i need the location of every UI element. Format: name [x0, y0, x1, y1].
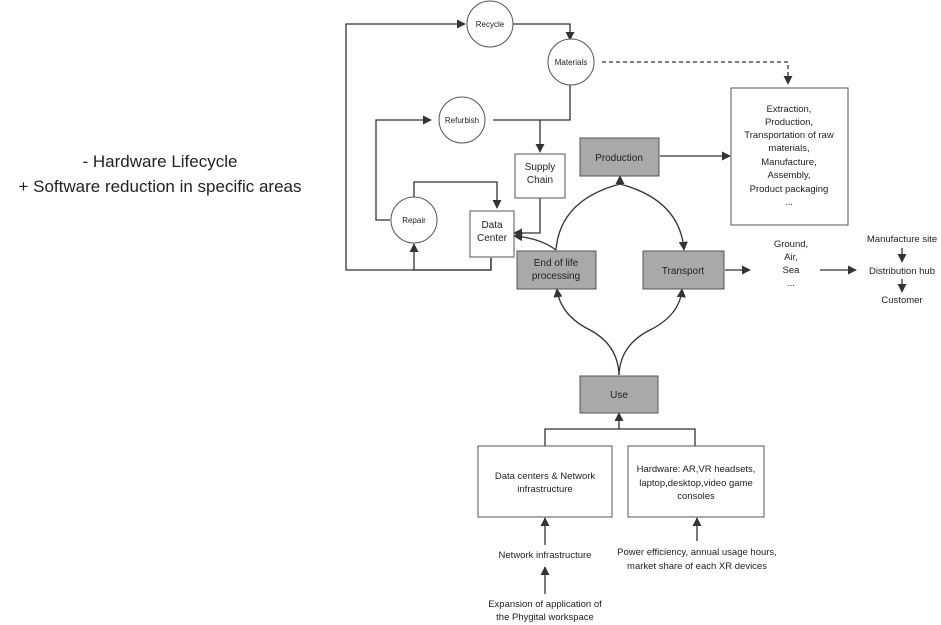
node-data-centers-network: Data centers & Network infrastructure	[477, 445, 613, 518]
node-hardware: Hardware: AR,VR headsets, laptop,desktop…	[627, 445, 765, 518]
mode-sea: Sea	[783, 265, 801, 276]
edge-eol-production	[555, 175, 625, 251]
node-materials: Materials	[547, 38, 595, 86]
use-label: Use	[610, 390, 628, 401]
edge-datacenter-repair	[409, 243, 492, 271]
details-line-1: Extraction,	[767, 104, 812, 115]
edge-materials-supply	[535, 83, 571, 153]
edge-eol-datacenter	[513, 232, 557, 251]
manufacture-site-label: Manufacture site	[867, 234, 937, 245]
edge-materials-details	[602, 61, 793, 85]
supply-chain-line-1: Supply	[525, 162, 556, 173]
node-recycle: Recycle	[466, 0, 514, 48]
network-infrastructure-label: Network infrastructure	[499, 550, 592, 561]
details-line-8: ...	[785, 197, 793, 208]
node-end-of-life: End of life processing	[516, 250, 597, 290]
edge-recycle-materials	[501, 23, 575, 41]
production-label: Production	[595, 153, 643, 164]
expansion-line-2: the Phygital workspace	[496, 612, 594, 623]
node-production-details: Extraction, Production, Transportation o…	[730, 87, 849, 226]
edge-repair-datacenter	[413, 181, 502, 209]
side-note-hardware-lifecycle: - Hardware Lifecycle	[82, 152, 238, 171]
transport-modes: Ground, Air, Sea ...	[774, 239, 808, 289]
data-centers-network-line-2: infrastructure	[517, 484, 572, 495]
node-use: Use	[579, 375, 659, 414]
materials-label: Materials	[555, 58, 587, 67]
mode-air: Air,	[784, 252, 798, 263]
mode-ground: Ground,	[774, 239, 808, 250]
expansion-line-1: Expansion of application of	[488, 599, 602, 610]
hardware-line-1: Hardware: AR,VR headsets,	[637, 464, 756, 475]
power-efficiency-line-2: market share of each XR devices	[627, 561, 767, 572]
node-repair: Repair	[390, 196, 438, 244]
recycle-label: Recycle	[476, 20, 505, 29]
data-center-line-2: Center	[477, 233, 508, 244]
details-line-7: Product packaging	[750, 184, 829, 195]
edge-production-transport	[619, 183, 688, 251]
data-centers-network-line-1: Data centers & Network	[495, 471, 596, 482]
node-production: Production	[579, 137, 660, 177]
end-of-life-line-2: processing	[532, 271, 580, 282]
edge-repair-refurbish	[375, 115, 432, 221]
details-line-4: materials,	[768, 143, 809, 154]
details-line-6: Assembly,	[767, 170, 810, 181]
refurbish-label: Refurbish	[445, 116, 479, 125]
edge-use-transport	[618, 288, 686, 376]
distribution-hub-label: Distribution hub	[869, 266, 935, 277]
hardware-line-3: consoles	[677, 491, 715, 502]
node-transport: Transport	[642, 250, 725, 290]
hardware-line-2: laptop,desktop,video game	[639, 478, 753, 489]
edge-bottom-use	[544, 413, 696, 446]
node-supply-chain: Supply Chain	[514, 153, 566, 199]
transport-label: Transport	[662, 266, 705, 277]
details-line-2: Production,	[765, 117, 813, 128]
end-of-life-line-1: End of life	[534, 258, 579, 269]
repair-label: Repair	[402, 216, 426, 225]
customer-label: Customer	[881, 295, 922, 306]
node-refurbish: Refurbish	[438, 96, 486, 144]
edge-supply-datacenter	[513, 198, 541, 238]
supply-chain-line-2: Chain	[527, 175, 553, 186]
power-efficiency-line-1: Power efficiency, annual usage hours,	[617, 547, 777, 558]
mode-ellipsis: ...	[787, 278, 795, 289]
data-center-line-1: Data	[481, 220, 503, 231]
edge-use-eol	[553, 288, 620, 376]
details-line-5: Manufacture,	[761, 157, 816, 168]
edges	[345, 19, 907, 594]
side-note-software-reduction: + Software reduction in specific areas	[18, 177, 302, 196]
node-data-center: Data Center	[469, 210, 515, 258]
details-line-3: Transportation of raw	[744, 130, 834, 141]
